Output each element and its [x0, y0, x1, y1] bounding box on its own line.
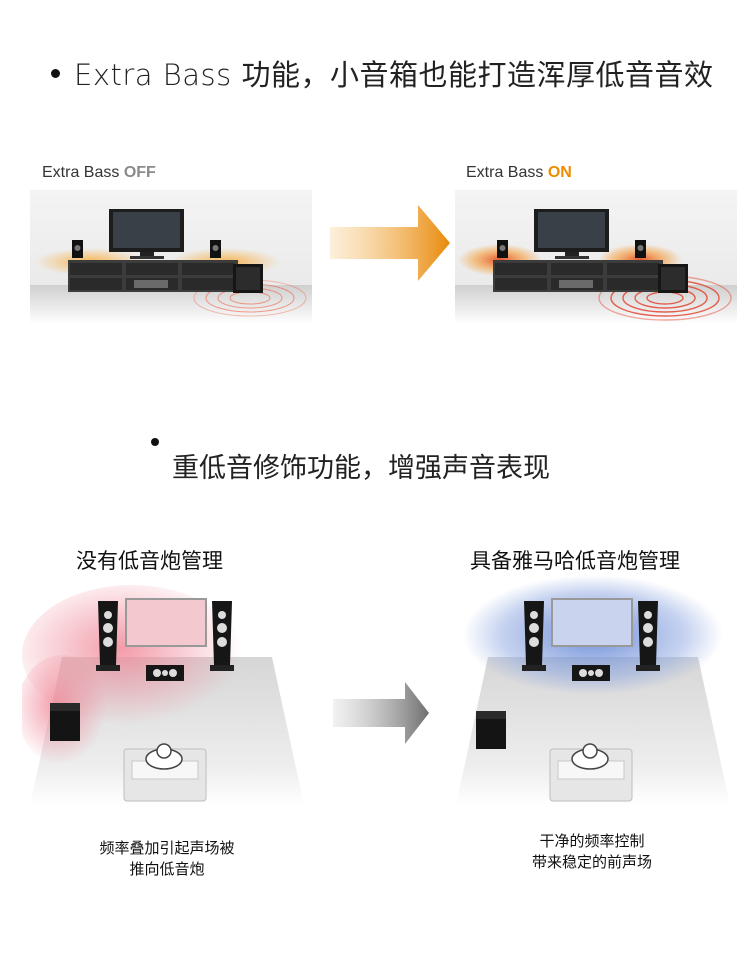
bullet-icon	[51, 69, 60, 78]
room-with-yamaha-sub-management	[456, 575, 730, 805]
extra-bass-on-illustration	[455, 190, 737, 324]
right-panel-title: 具备雅马哈低音炮管理	[470, 549, 680, 573]
panel-after-label: Extra Bass ON	[466, 164, 572, 182]
room-without-sub-management	[22, 585, 304, 805]
right-caption-line1: 干净的频率控制	[539, 832, 645, 850]
label-prefix: Extra Bass	[466, 164, 548, 181]
section2-heading: 重低音修饰功能，增强声音表现	[172, 453, 550, 484]
section1-heading: Extra Bass 功能，小音箱也能打造浑厚低音音效	[74, 58, 714, 92]
left-caption: 频率叠加引起声场被 推向低音炮	[67, 838, 267, 880]
extra-bass-off-illustration	[30, 190, 312, 324]
orange-arrow-icon	[330, 205, 450, 281]
left-panel-title: 没有低音炮管理	[76, 549, 223, 573]
gray-arrow-icon	[333, 682, 429, 744]
label-prefix: Extra Bass	[42, 164, 124, 181]
left-caption-line2: 推向低音炮	[129, 860, 205, 878]
right-caption-line2: 带来稳定的前声场	[531, 853, 652, 871]
bullet-icon	[151, 438, 159, 446]
left-caption-line1: 频率叠加引起声场被	[99, 839, 235, 857]
panel-before-label: Extra Bass OFF	[42, 164, 156, 182]
bass-on-state: ON	[547, 164, 572, 181]
tower-speaker-left	[96, 601, 120, 671]
bass-off-state: OFF	[123, 164, 156, 181]
right-caption: 干净的频率控制 带来稳定的前声场	[492, 831, 692, 873]
